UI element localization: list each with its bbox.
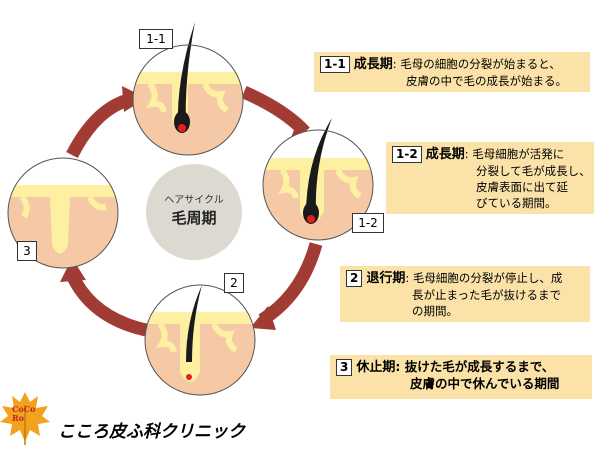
box-line: : 毛母細胞の分裂が停止し、成 [405, 271, 563, 285]
hair-root-2 [186, 374, 192, 380]
arrow-1-2-to-2 [258, 242, 323, 326]
box-line: 分裂して毛が成長し、 [476, 164, 591, 178]
clinic-name: こころ皮ふ科クリニック [58, 422, 245, 442]
box-line: : 毛母細胞が活発に [464, 147, 565, 161]
hair-root-1-1 [178, 124, 186, 132]
stage-label-1-1: 1-1 [139, 29, 173, 49]
arrowhead-2 [250, 306, 276, 330]
box-line: の期間。 [412, 304, 458, 318]
box-title: 成長期 [353, 57, 393, 72]
box-number: 2 [346, 270, 363, 287]
stage-1-2-skin [262, 118, 374, 241]
stage-label-2: 2 [224, 273, 244, 293]
hair-1-2 [306, 118, 332, 215]
hair-1-1 [177, 22, 195, 128]
maple-leaf-icon [0, 392, 50, 445]
box-number: 1-1 [320, 56, 350, 73]
center-title: 毛周期 [171, 209, 217, 227]
box-title: 退行期 [366, 271, 406, 286]
box-number: 3 [336, 359, 353, 376]
logo-mark: CoCoRo [12, 404, 36, 423]
arrow-3-to-1-1 [66, 93, 131, 159]
hair-2 [186, 285, 202, 362]
box-line: 皮膚の中で休んでいる期間 [410, 376, 560, 391]
box-line: : 毛母の細胞の分裂が始まると、 [392, 57, 561, 71]
stage-1-1-skin [132, 22, 244, 156]
stage-label-3: 3 [17, 241, 37, 261]
stage-label-1-2: 1-2 [352, 213, 384, 233]
box-line: : 抜けた毛が成長するまで、 [395, 359, 555, 374]
box-title: 休止期 [356, 360, 396, 375]
arrow-2-to-3 [66, 272, 148, 337]
box-title: 成長期 [425, 147, 465, 162]
box-line: 長が止まった毛が抜けるまで [412, 288, 562, 302]
arrowhead-3 [60, 258, 86, 282]
box-number: 1-2 [392, 146, 422, 163]
hair-root-1-2 [307, 215, 315, 223]
center-circle [146, 164, 242, 260]
box-line: びている期間。 [476, 196, 557, 210]
stage-2-skin [144, 284, 256, 396]
box-line: 皮膚の中で毛の成長が始まる。 [406, 74, 567, 88]
center-small-label: ヘアサイクル [164, 195, 224, 206]
stage-3-skin [7, 157, 119, 269]
box-line: 皮膚表面に出て延 [476, 180, 568, 194]
